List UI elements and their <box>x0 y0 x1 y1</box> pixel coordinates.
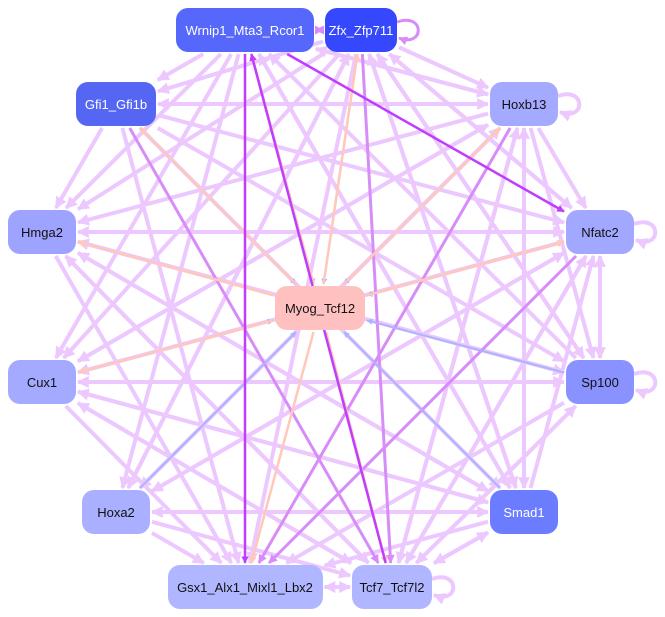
edge-wrnip1-to-cux1 <box>54 53 233 360</box>
edge-nfatc2-to-nfatc2 <box>633 220 658 250</box>
edge-hoxb13-to-gsx1 <box>257 127 512 564</box>
edge-myog-to-hoxb13 <box>343 127 501 285</box>
edge-zfx-to-hoxb13 <box>398 45 490 90</box>
node-label: Cux1 <box>26 374 58 390</box>
edge-hoxa2-to-gsx1 <box>150 531 205 565</box>
edge-myog-to-gsx1 <box>249 331 315 564</box>
edge-tcf7-to-nfatc2 <box>404 254 588 565</box>
node-label: Gsx1_Alx1_Mixl1_Lbx2 <box>177 579 313 595</box>
edge-myog-to-cux1 <box>77 319 274 375</box>
edge-myog-to-nfatc2 <box>366 239 565 297</box>
node-hoxb13[interactable]: Hoxb13 <box>490 82 558 126</box>
edge-myog-to-hmga2 <box>77 240 274 297</box>
node-wrnip1[interactable]: Wrnip1_Mta3_Rcor1 <box>176 8 314 52</box>
edge-myog-to-gfi1 <box>139 127 297 285</box>
edge-gfi1-to-sp100 <box>156 126 566 364</box>
edge-tcf7-to-hmga2 <box>64 254 370 565</box>
node-label: Zfx_Zfp711 <box>328 22 394 38</box>
edge-wrnip1-to-nfatc2 <box>286 52 565 213</box>
node-gfi1[interactable]: Gfi1_Gfi1b <box>76 82 156 126</box>
node-label: Hoxb13 <box>501 96 547 112</box>
edge-smad1-to-myog <box>343 331 501 489</box>
edge-gfi1-to-tcf7 <box>128 127 380 564</box>
node-label: Sp100 <box>581 374 619 390</box>
node-tcf7[interactable]: Tcf7_Tcf7l2 <box>352 565 432 609</box>
node-label: Gfi1_Gfi1b <box>84 96 148 112</box>
node-label: Hoxa2 <box>97 504 135 520</box>
edge-zfx-to-hmga2 <box>76 52 325 211</box>
edge-sp100-to-myog <box>366 318 565 374</box>
node-hmga2[interactable]: Hmga2 <box>8 210 76 254</box>
edge-sp100-to-gsx1 <box>285 401 566 565</box>
edge-cux1-to-hoxb13 <box>77 123 490 363</box>
edge-wrnip1-to-gfi1 <box>156 52 205 82</box>
node-sp100[interactable]: Sp100 <box>566 360 634 404</box>
edge-hoxa2-to-nfatc2 <box>150 251 566 493</box>
node-zfx[interactable]: Zfx_Zfp711 <box>325 8 397 52</box>
node-gsx1[interactable]: Gsx1_Alx1_Mixl1_Lbx2 <box>167 565 323 609</box>
edge-sp100-to-zfx <box>375 52 586 360</box>
node-nfatc2[interactable]: Nfatc2 <box>566 210 634 254</box>
edge-gfi1-to-hmga2 <box>54 126 104 210</box>
node-label: Wrnip1_Mta3_Rcor1 <box>185 22 305 38</box>
edge-hoxb13-to-hoxb13 <box>557 92 582 122</box>
edge-wrnip1-to-smad1 <box>257 52 512 490</box>
node-label: Hmga2 <box>21 224 63 240</box>
node-label: Nfatc2 <box>581 224 619 240</box>
node-smad1[interactable]: Smad1 <box>490 490 558 534</box>
edge-tcf7-to-cux1 <box>76 401 353 565</box>
node-label: Myog_Tcf12 <box>284 300 356 316</box>
edge-zfx-to-zfx <box>396 18 420 46</box>
edge-hoxa2-to-myog <box>139 331 297 489</box>
edge-hoxb13-to-nfatc2 <box>536 126 588 210</box>
node-cux1[interactable]: Cux1 <box>8 360 76 404</box>
edge-myog-to-zfx <box>322 53 361 285</box>
node-myog[interactable]: Myog_Tcf12 <box>275 286 365 330</box>
edge-zfx-to-tcf7 <box>360 53 395 564</box>
edge-wrnip1-to-hoxb13 <box>315 46 490 98</box>
edge-tcf7-to-tcf7 <box>431 575 456 605</box>
edge-sp100-to-sp100 <box>633 370 658 400</box>
node-label: Tcf7_Tcf7l2 <box>359 579 425 595</box>
node-label: Smad1 <box>503 504 545 520</box>
edge-smad1-to-gsx1 <box>323 519 489 569</box>
node-hoxa2[interactable]: Hoxa2 <box>82 490 150 534</box>
edge-smad1-to-hmga2 <box>76 251 490 493</box>
edge-tcf7-to-smad1 <box>433 530 490 565</box>
